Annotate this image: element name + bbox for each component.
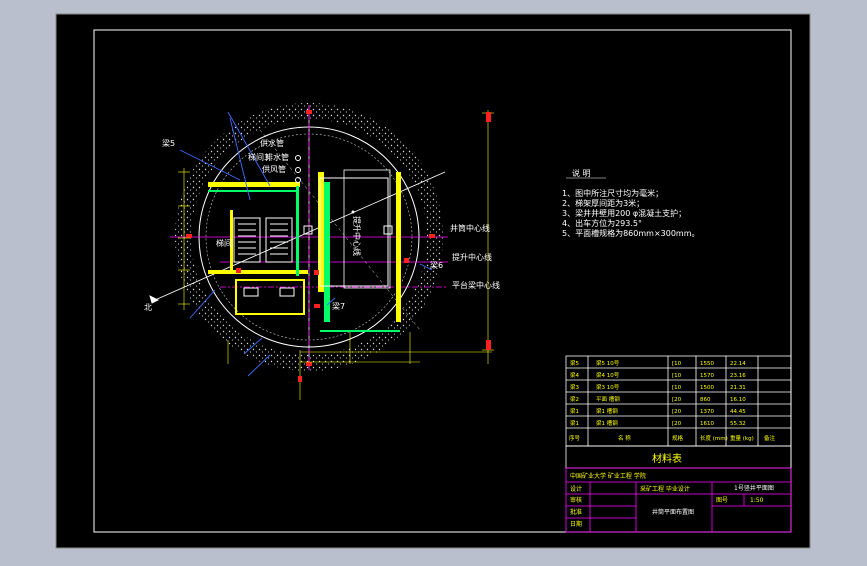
mt-cell-length: 1550 xyxy=(700,361,714,367)
material-table-rows: 梁5 梁5 10号 [10 1550 22.14 梁4 梁4 10号 [10 1570 23.16… xyxy=(570,359,746,427)
material-table-caption: 材料表 xyxy=(652,452,682,465)
mt-cell-name: 梁1 槽钢 xyxy=(596,407,618,415)
label-water-supply: 供水管 xyxy=(260,138,284,148)
mt-cell-length: 860 xyxy=(700,397,711,403)
mt-cell-name: 平面 槽钢 xyxy=(596,395,620,403)
tb-date: 日期 xyxy=(570,520,582,528)
mt-cell-length: 1370 xyxy=(700,409,714,415)
tb-scale: 1:50 xyxy=(750,497,764,504)
mt-cell-name: 梁4 10号 xyxy=(596,371,620,379)
tb-company: 中国矿业大学 矿业工程 学院 xyxy=(570,472,646,480)
label-platform-center: 平台梁中心线 xyxy=(452,280,500,290)
label-hoist-center: 提升中心线 xyxy=(452,252,492,262)
tb-sheet-label: 图号 xyxy=(716,497,728,504)
leader-lines xyxy=(179,111,433,377)
note-item-4: 4、出车方位为293.5° xyxy=(562,218,642,228)
mt-cell-spec: [10 xyxy=(672,361,682,367)
tb-project: 采矿工程 毕业设计 xyxy=(640,485,690,493)
title-block xyxy=(565,467,792,533)
mt-cell-name: 梁1 槽钢 xyxy=(596,419,618,427)
note-item-3: 3、梁井井壁用200 φ混凝土支护； xyxy=(562,208,686,218)
dimension-lines xyxy=(178,110,494,400)
label-drain: 排水管 xyxy=(265,152,289,162)
mt-cell-spec: [10 xyxy=(672,373,682,379)
mt-header-name: 名 称 xyxy=(618,434,631,442)
tb-design: 设计 xyxy=(570,485,582,493)
mt-header-spec: 规格 xyxy=(672,434,684,442)
mt-cell-weight: 55.32 xyxy=(730,421,746,427)
mt-cell-length: 1500 xyxy=(700,385,714,391)
tb-check: 审核 xyxy=(570,496,582,504)
dimension-markers xyxy=(186,110,435,366)
note-item-5: 5、平面槽规格为860mm×300mm。 xyxy=(562,228,700,238)
mt-header-remark: 备注 xyxy=(764,434,776,442)
label-north: 北 xyxy=(144,303,152,312)
pipes xyxy=(295,155,301,183)
mt-cell-no: 梁4 xyxy=(570,371,580,379)
tb-drawing-name: 1号竖井平面图 xyxy=(734,484,774,492)
label-beam-6: 梁6 xyxy=(430,261,443,270)
mt-cell-no: 梁1 xyxy=(570,407,579,415)
label-center-column: 提升中心线 xyxy=(352,216,362,256)
drawing-border-outer xyxy=(55,13,811,549)
mt-cell-no: 梁5 xyxy=(570,359,580,367)
notes-title: 说 明 xyxy=(572,168,591,178)
cage-compartment xyxy=(303,169,393,289)
label-beam-7: 梁7 xyxy=(332,302,345,311)
mt-header-length: 长度 (mm) xyxy=(700,434,728,442)
title-block-text: 中国矿业大学 矿业工程 学院 1号竖井平面图 设计 审核 批准 日期 采矿工程 … xyxy=(570,472,774,528)
mt-header-no: 序号 xyxy=(569,434,581,442)
mt-cell-spec: [20 xyxy=(672,421,682,427)
drawing-labels: 供水管 排水管 供风管 梯间3 梯间 梁5 梁6 梁7 北 井筒中心线 提升中心… xyxy=(144,138,500,312)
mt-cell-name: 梁5 10号 xyxy=(596,359,620,367)
mt-cell-no: 梁3 xyxy=(570,383,580,391)
notes-block: 说 明 1、图中所注尺寸均为毫米； 2、梯架厚间距为3米； 3、梁井井壁用200… xyxy=(562,168,700,238)
tb-approve: 批准 xyxy=(570,508,582,516)
mt-cell-weight: 44.45 xyxy=(730,409,746,415)
mt-cell-name: 梁3 10号 xyxy=(596,383,620,391)
mt-cell-spec: [20 xyxy=(672,409,682,415)
label-beam-5: 梁5 xyxy=(162,139,175,148)
material-table xyxy=(565,355,792,469)
dimension-ticks xyxy=(298,112,491,382)
mt-header-weight: 重量 (kg) xyxy=(730,434,754,442)
mt-cell-weight: 16.10 xyxy=(730,397,746,403)
material-table-header: 序号 名 称 规格 长度 (mm) 重量 (kg) 备注 xyxy=(569,434,776,442)
drawing-border-inner xyxy=(93,29,792,533)
tb-mid-label: 井筒平面布置图 xyxy=(652,508,694,516)
ladder-compartments xyxy=(233,217,293,263)
mt-cell-no: 梁2 xyxy=(570,395,579,403)
label-ladder-room-top: 梯间3 xyxy=(248,152,269,162)
beam-structure xyxy=(208,172,401,332)
mt-cell-length: 1570 xyxy=(700,373,714,379)
label-shaft-center: 井筒中心线 xyxy=(450,223,490,233)
note-item-2: 2、梯架厚间距为3米； xyxy=(562,198,644,208)
note-item-1: 1、图中所注尺寸均为毫米； xyxy=(562,188,663,198)
mt-cell-spec: [10 xyxy=(672,385,682,391)
mt-cell-no: 梁1 xyxy=(570,419,579,427)
mt-cell-length: 1610 xyxy=(700,421,714,427)
mt-cell-spec: [20 xyxy=(672,397,682,403)
mt-cell-weight: 22.14 xyxy=(730,361,746,367)
label-ladder-room: 梯间 xyxy=(216,238,232,248)
label-air: 供风管 xyxy=(262,164,286,174)
mt-cell-weight: 21.31 xyxy=(730,385,746,391)
mt-cell-weight: 23.16 xyxy=(730,373,746,379)
